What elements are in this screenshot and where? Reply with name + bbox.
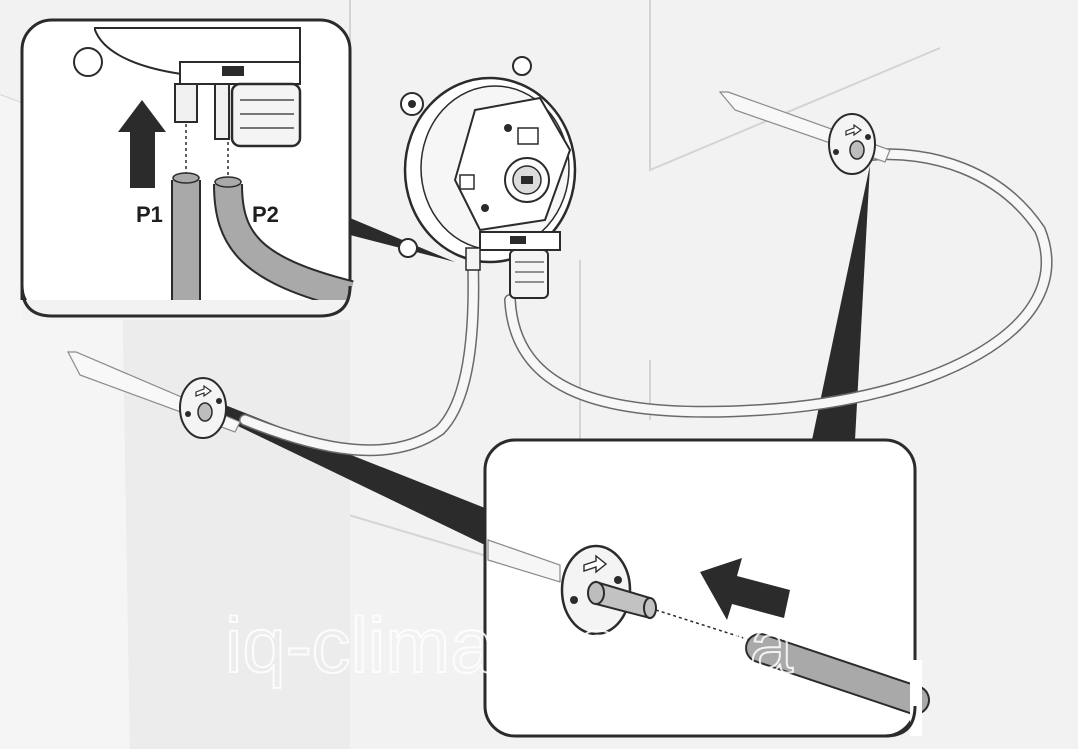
port-p1-label: P1 <box>136 202 163 227</box>
inset-nozzle-panel <box>483 438 930 738</box>
inset-switch-body <box>73 27 302 148</box>
port-p2-label: P2 <box>252 202 279 227</box>
watermark: iq-climat.com.ua <box>225 601 793 689</box>
inset-ports-panel: P1 P2 <box>20 18 354 320</box>
inset-flange <box>560 544 657 636</box>
arrow-up-icon <box>118 100 166 188</box>
arrow-right-icon <box>195 384 213 398</box>
probe-flange-right <box>828 113 876 175</box>
arrow-right-icon <box>845 123 863 137</box>
probe-flange-left <box>179 377 227 439</box>
arrow-left-icon <box>700 558 790 620</box>
arrow-right-icon <box>583 554 608 574</box>
pressure-switch <box>398 56 577 299</box>
tubes <box>239 148 1053 457</box>
callout-wedge-nozzle-right <box>812 165 870 440</box>
